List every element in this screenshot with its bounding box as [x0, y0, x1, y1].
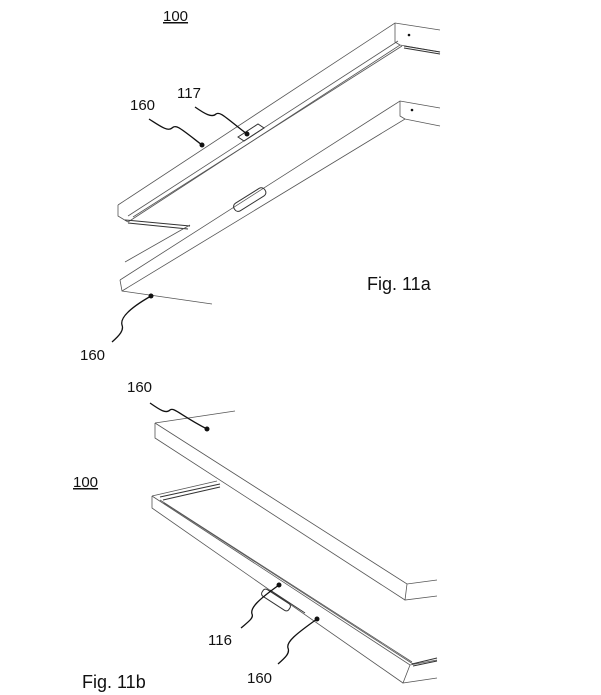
callout-160-bottom: 160 [80, 347, 105, 364]
leader-160-d [277, 618, 318, 665]
figure-11a: 160 117 160 100 Fig. 11a [80, 8, 441, 364]
assembly-label-100-b: 100 [73, 474, 98, 491]
leader-116 [240, 584, 280, 629]
figure-caption-11b: Fig. 11b [82, 672, 146, 692]
callout-117: 117 [177, 85, 201, 102]
slot-117 [237, 123, 265, 142]
leader-117 [194, 106, 248, 135]
figure-caption-11a: Fig. 11a [367, 274, 432, 294]
latch-116 [261, 588, 291, 612]
callout-160-top-b: 160 [127, 379, 152, 396]
callout-160-top: 160 [130, 97, 155, 114]
assembly-label-100-a: 100 [163, 8, 188, 25]
leader-160-c [149, 402, 208, 430]
handle-slot [233, 187, 267, 212]
callout-160-bottom-b: 160 [247, 670, 272, 687]
leader-160-b [111, 295, 152, 343]
callout-116: 116 [208, 632, 232, 649]
leader-160-a [148, 118, 203, 146]
figure-11b: 160 116 160 100 Fig. 11b [73, 379, 438, 692]
lower-frame-11b [151, 480, 438, 684]
lower-frame-11a [119, 100, 441, 305]
upper-frame-11a [117, 22, 441, 230]
upper-frame-11b [154, 410, 438, 601]
